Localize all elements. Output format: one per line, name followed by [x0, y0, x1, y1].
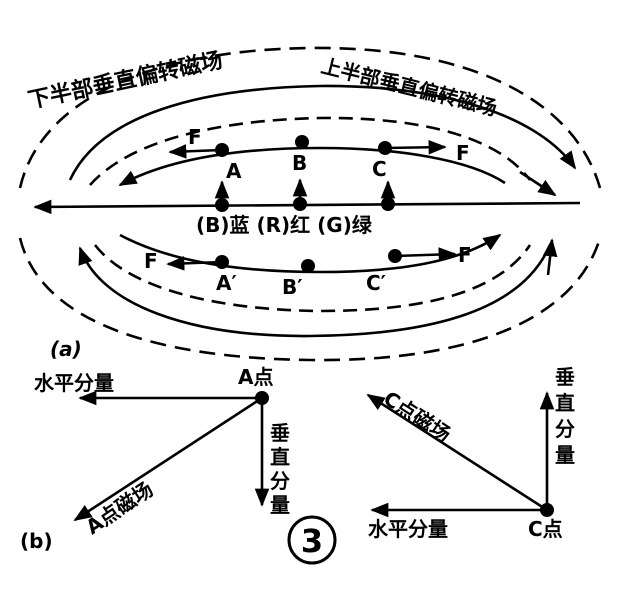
point-c-vector-origin	[540, 503, 554, 517]
c-point-label: C点	[528, 517, 563, 541]
field-line-lower-2	[78, 244, 552, 338]
force-label-a: F	[188, 125, 202, 149]
axis-line	[33, 199, 581, 215]
c-vertical-char-2: 直	[555, 391, 575, 415]
label-c: C	[372, 157, 387, 181]
right-field-arrow	[519, 170, 557, 197]
label-a-prime: A′	[216, 271, 237, 295]
c-vertical-char-3: 分	[555, 417, 575, 441]
panel-a-label: (a)	[50, 337, 82, 361]
c-vertical-char-4: 量	[555, 443, 575, 467]
point-a-vector-origin	[255, 391, 269, 405]
outer-dashed-upper	[18, 46, 602, 189]
c-vertical-char-1: 垂	[555, 365, 575, 389]
a-horizontal-label: 水平分量	[34, 371, 114, 395]
a-vertical-char-4: 量	[270, 493, 290, 517]
label-c-prime: C′	[366, 271, 386, 295]
field-line-upper-2	[68, 84, 577, 181]
c-horizontal-label: 水平分量	[368, 517, 448, 541]
force-label-c: F	[456, 141, 470, 165]
gun-labels: (B)蓝 (R)红 (G)绿	[196, 213, 373, 237]
label-b: B	[292, 151, 307, 175]
point-c-prime	[388, 249, 402, 263]
point-red-gun	[293, 197, 307, 211]
a-vertical-char-3: 分	[270, 469, 290, 493]
figure-number: 3	[301, 522, 323, 560]
top-title: 下半部垂直偏转磁场	[26, 47, 225, 114]
point-a	[215, 143, 229, 157]
force-label-a-prime: F	[144, 249, 158, 273]
lower-right-field-arrow	[542, 238, 558, 276]
force-arrow-a	[168, 144, 223, 159]
force-arrow-a-prime	[166, 256, 223, 271]
a-vertical-char-2: 直	[270, 445, 290, 469]
point-c	[378, 141, 392, 155]
figure-number-circle	[287, 515, 337, 565]
field-line-upper-4	[118, 146, 506, 187]
force-arrow-c-prime	[394, 247, 457, 262]
point-green-gun	[381, 197, 395, 211]
outer-dashed-lower	[18, 237, 602, 362]
a-point-label: A点	[238, 365, 273, 389]
panel-b-label: (b)	[20, 529, 53, 553]
point-blue-gun	[215, 198, 229, 212]
force-arrow-c	[384, 139, 447, 155]
point-a-prime	[215, 255, 229, 269]
a-vertical-char-1: 垂	[270, 421, 290, 445]
a-field-arrow	[73, 396, 263, 522]
c-field-arrow	[366, 393, 548, 512]
inner-dashed-upper	[89, 116, 532, 186]
c-field-label: C点磁场	[379, 386, 455, 447]
label-b-prime: B′	[282, 275, 303, 299]
force-label-c-prime: F	[458, 243, 472, 267]
label-a: A	[226, 159, 242, 183]
point-b-prime	[301, 259, 315, 273]
point-b	[295, 135, 309, 149]
